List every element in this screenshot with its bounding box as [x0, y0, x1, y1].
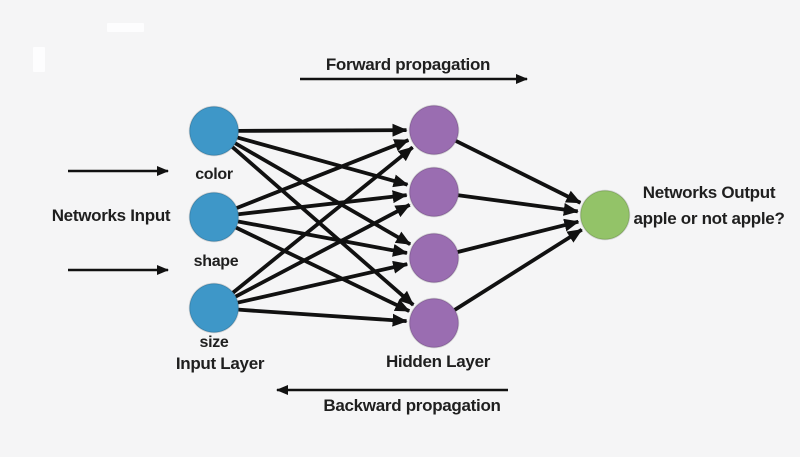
connection-edge-input-to-hidden — [238, 307, 408, 327]
networks-output-line2: apple or not apple? — [633, 209, 785, 228]
connection-edge-hidden-to-output — [453, 228, 583, 312]
connection-edge-input-to-hidden — [238, 190, 408, 217]
white-glare-bar-horizontal — [107, 23, 144, 32]
connection-edge-input-to-hidden — [231, 145, 415, 307]
networks-output-label: Networks Output apple or not apple? — [633, 180, 784, 232]
hidden-node — [408, 232, 460, 284]
networks-output-line1: Networks Output — [642, 183, 776, 202]
connection-edge-input-to-hidden — [238, 123, 408, 137]
connection-edge-input-to-hidden — [235, 225, 411, 313]
hidden-node — [408, 297, 460, 349]
connection-edge-hidden-to-output — [455, 139, 582, 205]
input-node-size — [188, 282, 240, 334]
input-node-color — [188, 105, 240, 157]
connection-edge-input-to-hidden — [236, 138, 410, 210]
input-node-label-size: size — [199, 334, 229, 351]
output-node — [579, 189, 631, 241]
hidden-node — [408, 104, 460, 156]
forward-propagation-label: Forward propagation — [325, 55, 491, 74]
input-node-shape — [188, 191, 240, 243]
networks-input-label: Networks Input — [51, 206, 171, 225]
connection-edge-input-to-hidden — [231, 145, 414, 295]
connection-edge-input-to-hidden — [234, 141, 412, 246]
input-node-label-color: color — [195, 166, 233, 183]
backward-propagation-label: Backward propagation — [323, 396, 501, 415]
connection-edge-input-to-hidden — [237, 260, 409, 305]
hidden-layer-label: Hidden Layer — [385, 352, 491, 371]
connection-edge-hidden-to-output — [457, 218, 580, 254]
connection-edge-input-to-hidden — [234, 203, 411, 299]
connection-edge-input-to-hidden — [237, 219, 408, 257]
connection-edge-input-to-hidden — [237, 135, 409, 188]
input-layer-label: Input Layer — [175, 354, 265, 373]
hidden-node — [408, 166, 460, 218]
white-glare-bar-vertical — [33, 47, 45, 72]
input-node-label-shape: shape — [193, 253, 239, 270]
connection-edge-hidden-to-output — [458, 193, 579, 216]
